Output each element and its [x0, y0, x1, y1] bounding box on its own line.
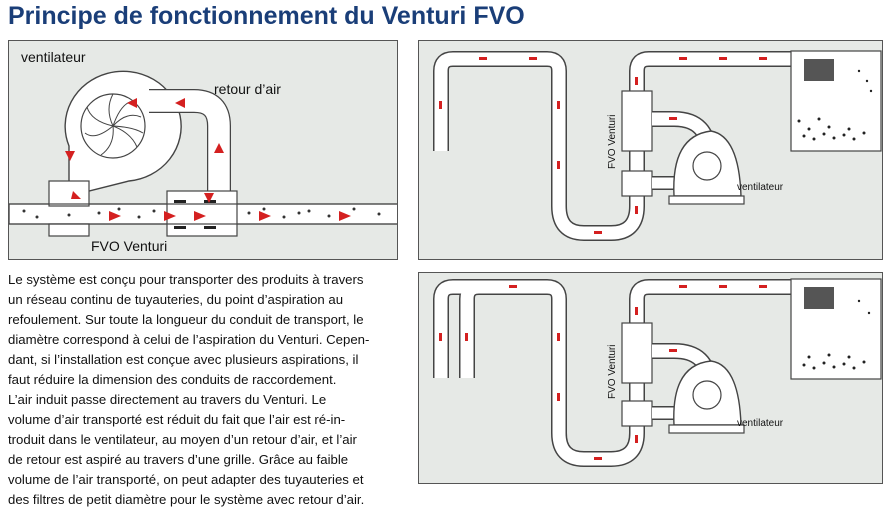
multi-suction-drawing [433, 278, 882, 467]
description-text: Le système est conçu pour transporter de… [8, 270, 403, 510]
return-air-label: retour d’air [214, 81, 281, 97]
description-line: des filtres de petit diamètre pour le sy… [8, 492, 365, 507]
venturi-label: FVO Venturi [607, 114, 618, 169]
description-line: L’air induit passe directement au traver… [8, 392, 327, 407]
description-line: volume de l’air transporté, on peut adap… [8, 472, 364, 487]
description-line: diamètre correspond à celui de l’aspirat… [8, 332, 370, 347]
single-suction-drawing [433, 50, 882, 241]
single-suction-diagram: FVO Venturi ventilateur [418, 40, 883, 260]
fan-label: ventilateur [21, 49, 86, 65]
venturi-closeup-diagram: ventilateur retour d’air FVO Venturi [8, 40, 398, 260]
description-line: dant, si l’installation est conçue avec … [8, 352, 359, 367]
description-line: troduit dans le ventilateur, au moyen d’… [8, 432, 357, 447]
description-line: de retour est aspiré au travers d’une gr… [8, 452, 349, 467]
description-line: volume d’air transporté est réduit du fa… [8, 412, 346, 427]
fan-label: ventilateur [737, 182, 784, 193]
venturi-label: FVO Venturi [91, 238, 168, 254]
page-title: Principe de fonctionnement du Venturi FV… [8, 2, 525, 30]
venturi-closeup-drawing [9, 70, 397, 237]
venturi-label: FVO Venturi [607, 344, 618, 399]
description-line: un réseau continu de tuyauteries, du poi… [8, 292, 344, 307]
description-line: refoulement. Sur toute la longueur du co… [8, 312, 364, 327]
description-line: faut réduire la dimension des conduits d… [8, 372, 337, 387]
description-line: Le système est conçu pour transporter de… [8, 272, 364, 287]
fan-label: ventilateur [737, 418, 784, 429]
multi-suction-diagram: FVO Venturi ventilateur [418, 272, 883, 484]
